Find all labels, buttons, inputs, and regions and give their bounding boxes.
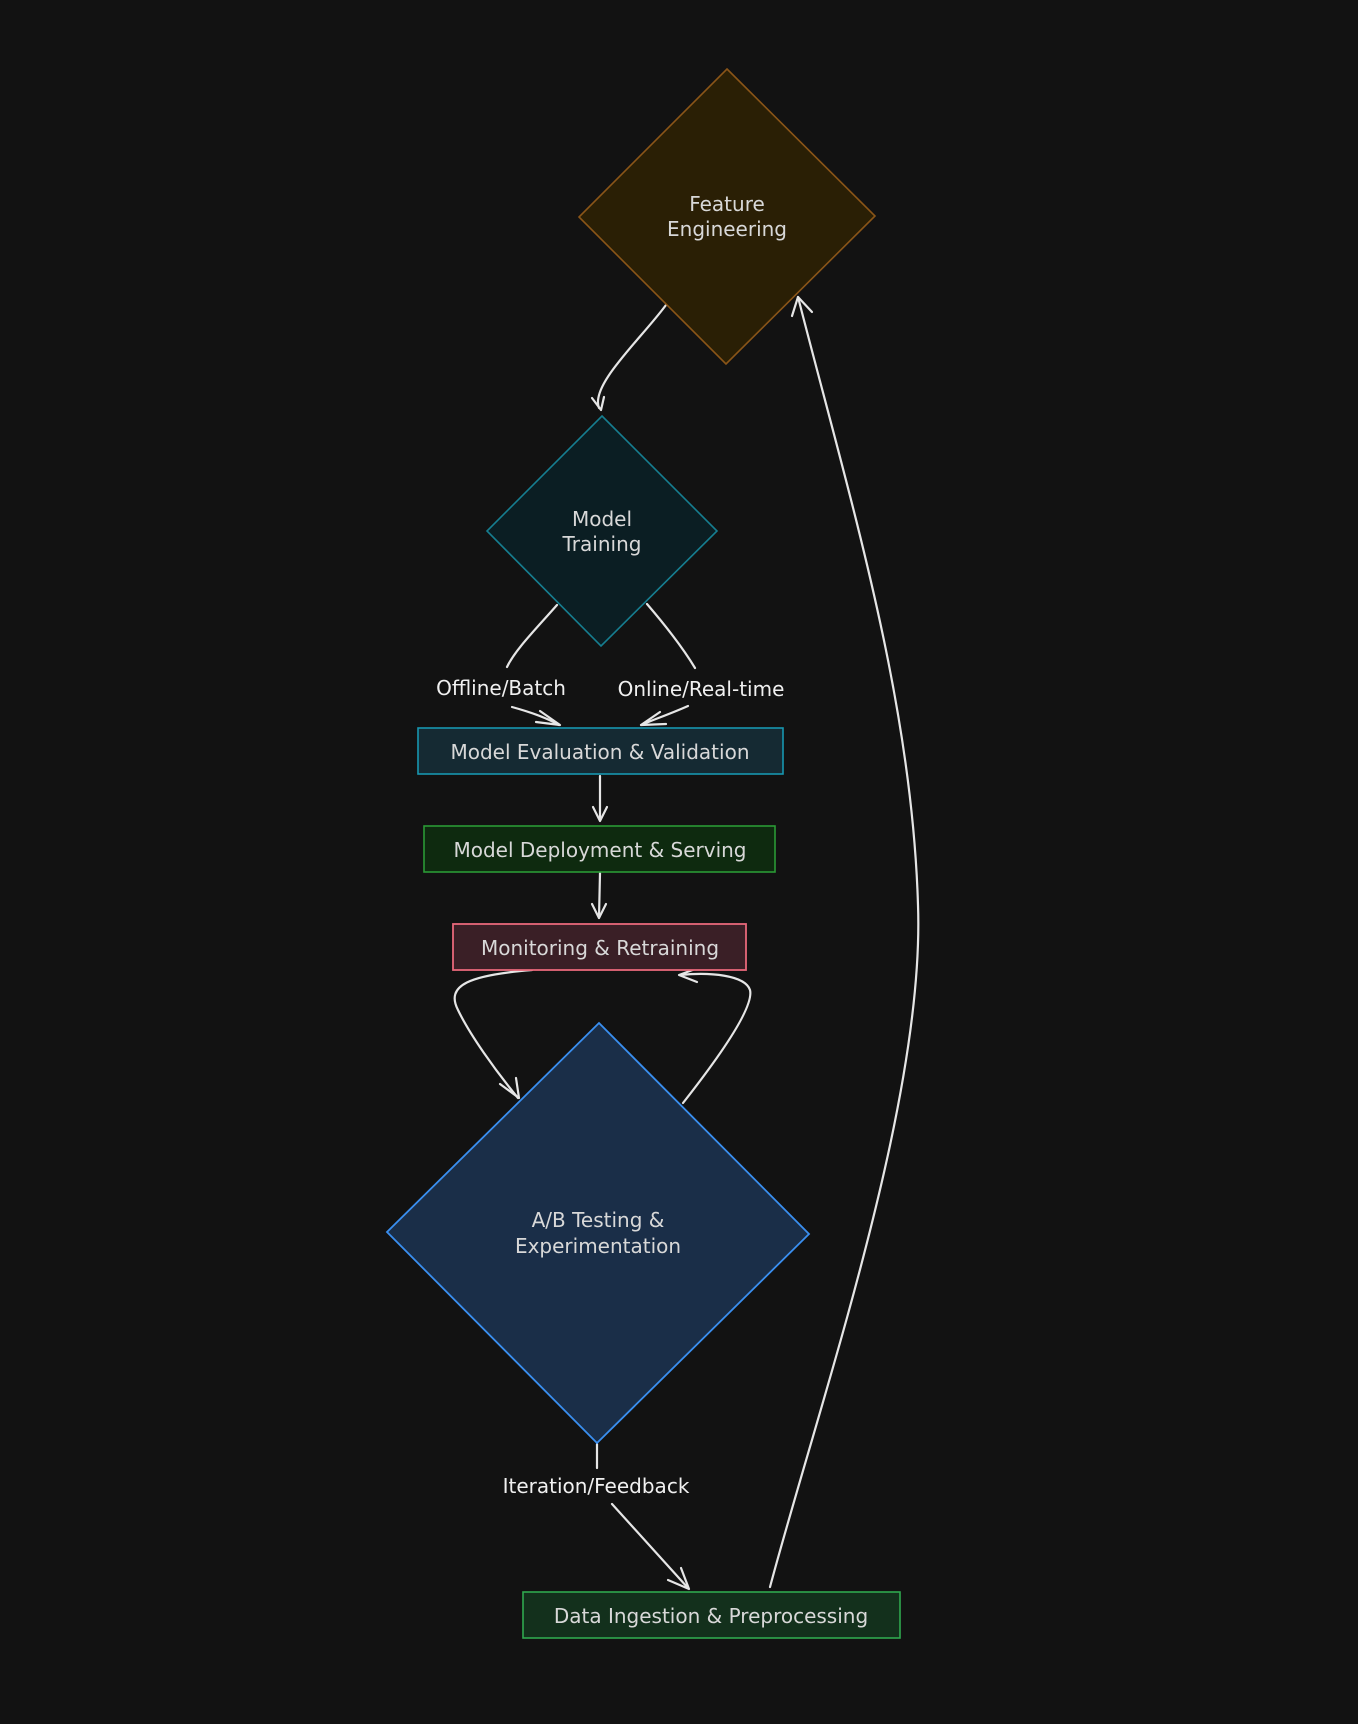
- edge-ab-testing-to-monitoring: [677, 966, 752, 1105]
- nodes: Feature Engineering Model Training Model…: [385, 67, 901, 1639]
- node-model-training[interactable]: Model Training: [485, 414, 719, 648]
- model-evaluation-box: [417, 727, 784, 775]
- edge-model-training-online: [639, 602, 697, 727]
- monitoring-box: [452, 923, 747, 971]
- feature-engineering-diamond: [577, 67, 877, 366]
- ab-testing-label-line-2: Experimentation: [515, 1234, 681, 1258]
- model-training-label-line-1: Model: [572, 507, 632, 531]
- ab-testing-label-line-1: A/B Testing &: [532, 1208, 665, 1232]
- monitoring-label: Monitoring & Retraining: [481, 936, 719, 960]
- feature-engineering-label-line-2: Engineering: [667, 217, 787, 241]
- model-deployment-label: Model Deployment & Serving: [453, 838, 746, 862]
- node-data-ingestion[interactable]: Data Ingestion & Preprocessing: [522, 1591, 901, 1639]
- model-training-diamond: [485, 414, 719, 648]
- edge-ab-testing-to-data-ingestion: [595, 1442, 691, 1591]
- node-ab-testing[interactable]: A/B Testing & Experimentation: [385, 1021, 811, 1445]
- edge-feature-engineering-to-model-training: [590, 303, 668, 412]
- model-deployment-box: [423, 825, 776, 873]
- edge-deployment-to-monitoring: [590, 871, 608, 920]
- edge-labels: Offline/Batch Online/Real-time Iteration…: [436, 676, 784, 1498]
- model-evaluation-label: Model Evaluation & Validation: [450, 740, 749, 764]
- node-model-deployment[interactable]: Model Deployment & Serving: [423, 825, 776, 873]
- edge-evaluation-to-deployment: [591, 774, 609, 823]
- model-training-label-line-2: Training: [562, 532, 642, 556]
- edges: [453, 295, 920, 1591]
- edge-label-iteration-feedback: Iteration/Feedback: [503, 1474, 690, 1498]
- ab-testing-diamond: [385, 1021, 811, 1445]
- edge-model-training-offline: [505, 603, 562, 727]
- node-feature-engineering[interactable]: Feature Engineering: [577, 67, 877, 366]
- edge-data-ingestion-to-feature-engineering: [768, 295, 920, 1589]
- edge-label-offline-batch: Offline/Batch: [436, 676, 566, 700]
- node-model-evaluation[interactable]: Model Evaluation & Validation: [417, 727, 784, 775]
- feature-engineering-label-line-1: Feature: [689, 192, 765, 216]
- data-ingestion-box: [522, 1591, 901, 1639]
- node-monitoring[interactable]: Monitoring & Retraining: [452, 923, 747, 971]
- data-ingestion-label: Data Ingestion & Preprocessing: [554, 1604, 868, 1628]
- edge-label-online-real-time: Online/Real-time: [618, 677, 785, 701]
- edge-monitoring-to-ab-testing: [453, 968, 534, 1100]
